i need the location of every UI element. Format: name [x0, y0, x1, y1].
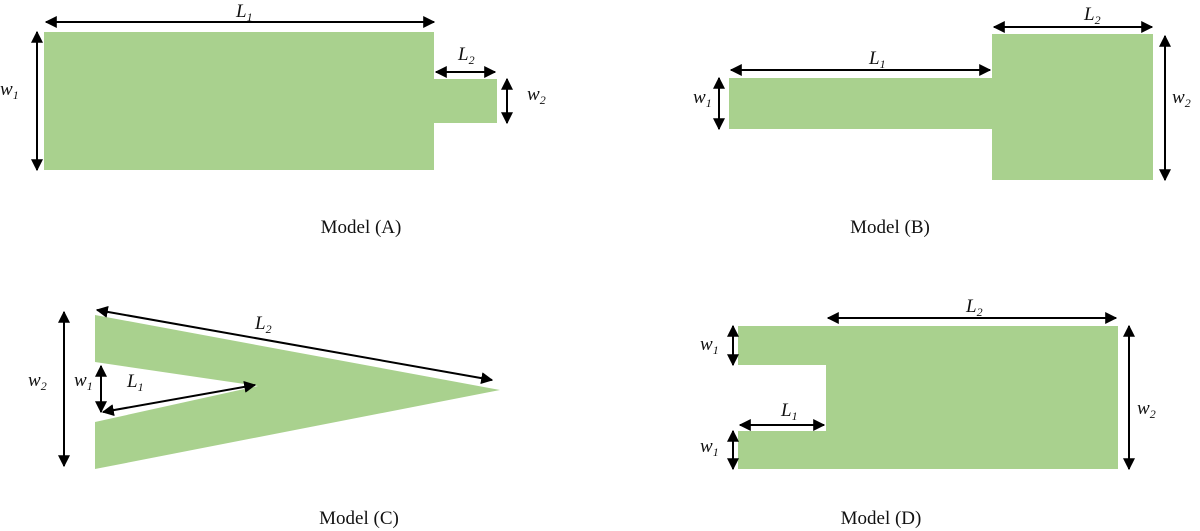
model-b-caption: Model (B) — [850, 217, 930, 238]
model-c-shape — [95, 315, 500, 469]
model-b-w2-label: w2 — [1172, 87, 1191, 110]
model-c-caption: Model (C) — [319, 508, 399, 529]
model-d-l1-label: L1 — [780, 400, 798, 423]
model-d-w2-label: w2 — [1137, 398, 1156, 421]
model-b-l1-label: L1 — [868, 48, 886, 71]
model-d-caption: Model (D) — [841, 508, 922, 529]
model-a-shape — [44, 32, 497, 170]
model-d-l2-label: L2 — [965, 296, 983, 319]
model-c-l1-label: L1 — [126, 371, 144, 394]
model-a-l1-label: L1 — [235, 1, 253, 24]
model-a-l2-label: L2 — [457, 44, 475, 67]
model-d-shape — [738, 326, 1118, 469]
model-d-w1-top-label: w1 — [700, 334, 719, 357]
model-c-l2-label: L2 — [254, 313, 272, 336]
model-b-w1-label: w1 — [693, 87, 712, 110]
model-c: L2 L1 w1 w2 Model (C) — [28, 305, 500, 529]
model-d-w1-bottom-label: w1 — [700, 436, 719, 459]
model-c-l1-arrow — [101, 380, 257, 417]
model-c-w1-label: w1 — [74, 370, 93, 393]
model-b-l2-label: L2 — [1083, 4, 1101, 27]
model-b: L1 L2 w1 w2 Model (B) — [693, 4, 1191, 238]
model-a-w2-label: w2 — [527, 84, 546, 107]
model-c-w2-label: w2 — [28, 370, 47, 393]
model-a-w1-label: w1 — [0, 79, 19, 102]
model-a-caption: Model (A) — [321, 217, 402, 238]
model-a: L1 L2 w1 w2 Model (A) — [0, 1, 546, 238]
model-b-shape — [729, 34, 1153, 180]
model-d: L2 L1 w1 w1 w2 Model (D) — [700, 296, 1156, 529]
model-c-l2-arrow — [95, 305, 494, 385]
